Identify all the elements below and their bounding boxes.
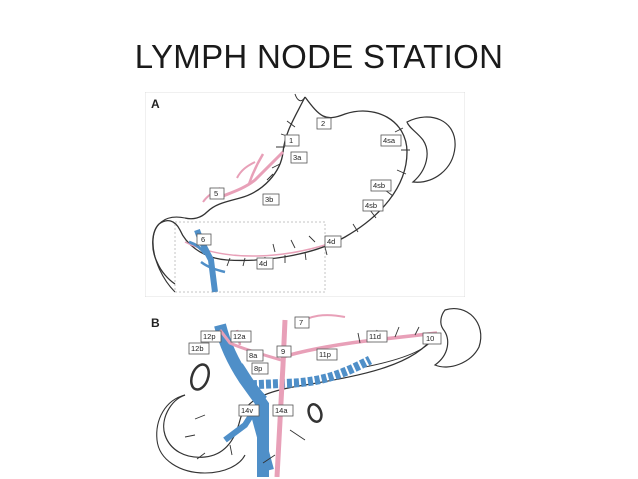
label-5: 5 [209,187,225,200]
svg-text:1: 1 [289,136,293,145]
label-11p: 11p [316,348,338,361]
label-3a: 3a [290,151,308,164]
label-12p: 12p [200,330,222,343]
splenic-vein [244,356,373,390]
label-3b: 3b [262,193,280,206]
splenic-artery [282,331,438,359]
svg-text:8a: 8a [249,351,258,360]
svg-text:4d: 4d [327,237,335,246]
vein-branch-b [200,260,226,274]
svg-text:4sb: 4sb [365,201,377,210]
label-4sa: 4sa [380,134,402,147]
ring-left [190,363,210,391]
label-9: 9 [276,345,292,358]
label-11d: 11d [366,330,388,343]
svg-text:5: 5 [214,189,218,198]
svg-text:12b: 12b [191,344,204,353]
vessel-branches-b [184,326,420,464]
label-6: 6 [196,233,212,246]
label-10: 10 [422,332,442,345]
spleen-outline-b [433,308,482,368]
svg-text:2: 2 [321,119,325,128]
svg-text:4d: 4d [259,259,267,268]
svg-text:14a: 14a [275,406,288,415]
label-12b: 12b [188,342,210,355]
label-14v: 14v [238,404,260,417]
label-8a: 8a [246,349,264,362]
slide-title: LYMPH NODE STATION [134,38,504,75]
label-14a: 14a [272,404,294,417]
gastric-branch [247,153,265,185]
svg-text:4sa: 4sa [383,136,396,145]
vein-branch-a [188,240,207,255]
stomach-diagram-panel-a: A 1 2 3a 3b 4sa 4sb 4sb 4d 4d 5 6 [145,92,465,297]
gastric-branch-2 [236,161,256,179]
label-7: 7 [294,316,310,329]
aorta-artery [274,319,288,477]
svg-text:14v: 14v [241,406,253,415]
label-12a: 12a [230,330,252,343]
pancreas-diagram-panel-b: B 7 8a 8p 9 10 11d 11p 12a 12b 12p 14a 1… [151,308,482,477]
spleen-outline [406,116,456,183]
duodenum-outline [152,216,186,293]
label-4sb-upper: 4sb [370,179,392,192]
region-box [174,221,326,293]
label-8p: 8p [251,362,269,375]
label-4d-upper: 4d [324,235,342,248]
esophagus-outline [294,93,306,102]
svg-text:12p: 12p [203,332,216,341]
panel-a-letter: A [151,97,160,111]
label-4sb-lower: 4sb [362,199,384,212]
svg-text:11d: 11d [369,332,381,341]
svg-text:9: 9 [281,347,285,356]
label-1: 1 [284,134,300,147]
left-gastric-artery [222,150,285,198]
label-2: 2 [316,117,332,130]
pancreas-outline-upper [163,334,436,458]
svg-text:4sb: 4sb [373,181,385,190]
panel-b-letter: B [151,316,160,330]
smv [251,413,274,472]
ring-right [307,403,323,423]
svg-text:3a: 3a [293,153,302,162]
svg-text:7: 7 [299,318,303,327]
label-4d-lower: 4d [256,257,274,270]
svg-text:8p: 8p [254,364,262,373]
duodenum-loop [156,394,246,474]
svg-text:11p: 11p [319,350,331,359]
svg-text:10: 10 [426,334,434,343]
mesenteric-vein [223,363,267,443]
svg-text:3b: 3b [265,195,273,204]
svg-text:12a: 12a [233,332,246,341]
svg-text:6: 6 [201,235,205,244]
